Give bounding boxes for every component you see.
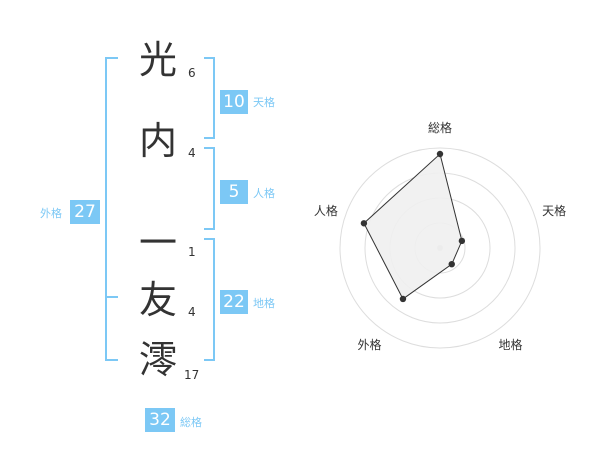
stroke-count-2: 4 (188, 146, 196, 160)
stroke-count-5: 17 (184, 368, 200, 382)
jinkaku-bracket (204, 147, 215, 230)
name-char-5: 澪 (138, 338, 177, 382)
radar-point-2 (458, 237, 466, 245)
brackets (105, 57, 215, 361)
name-char-2: 内 (138, 119, 177, 163)
radar-axis-label-1: 総格 (428, 120, 452, 135)
soukaku-label: 総格 (180, 416, 202, 429)
chikaku-bracket (204, 238, 215, 361)
radar-axis-label-2: 天格 (542, 203, 566, 218)
radar-point-4 (399, 295, 407, 303)
radar-point-3 (448, 260, 455, 268)
radar-axis-label-4: 外格 (357, 337, 381, 352)
jinkaku-value: 5 (220, 180, 248, 204)
name-char-3: 一 (138, 221, 177, 265)
jinkaku-label: 人格 (253, 187, 275, 200)
chikaku-label: 地格 (253, 297, 275, 310)
radar-series-shape (363, 153, 463, 300)
tenkaku-bracket (204, 57, 215, 139)
stroke-count-1: 6 (188, 66, 196, 80)
name-char-4: 友 (138, 278, 177, 322)
stroke-count-3: 1 (188, 245, 196, 259)
gaikaku-label: 外格 (40, 207, 62, 220)
radar-ring (339, 147, 541, 349)
tenkaku-value: 10 (220, 90, 248, 114)
soukaku-value: 32 (145, 408, 175, 432)
chikaku-value: 22 (220, 290, 248, 314)
stroke-count-4: 4 (188, 305, 196, 319)
gaikaku-value: 27 (70, 200, 100, 224)
radar-axis-label-5: 人格 (314, 203, 338, 218)
gaikaku-bracket (105, 57, 118, 361)
radar-axis-label-3: 地格 (499, 337, 523, 352)
radar-point-5 (360, 220, 368, 227)
name-char-1: 光 (138, 38, 177, 82)
tenkaku-label: 天格 (253, 96, 275, 109)
radar-point-1 (436, 150, 444, 158)
